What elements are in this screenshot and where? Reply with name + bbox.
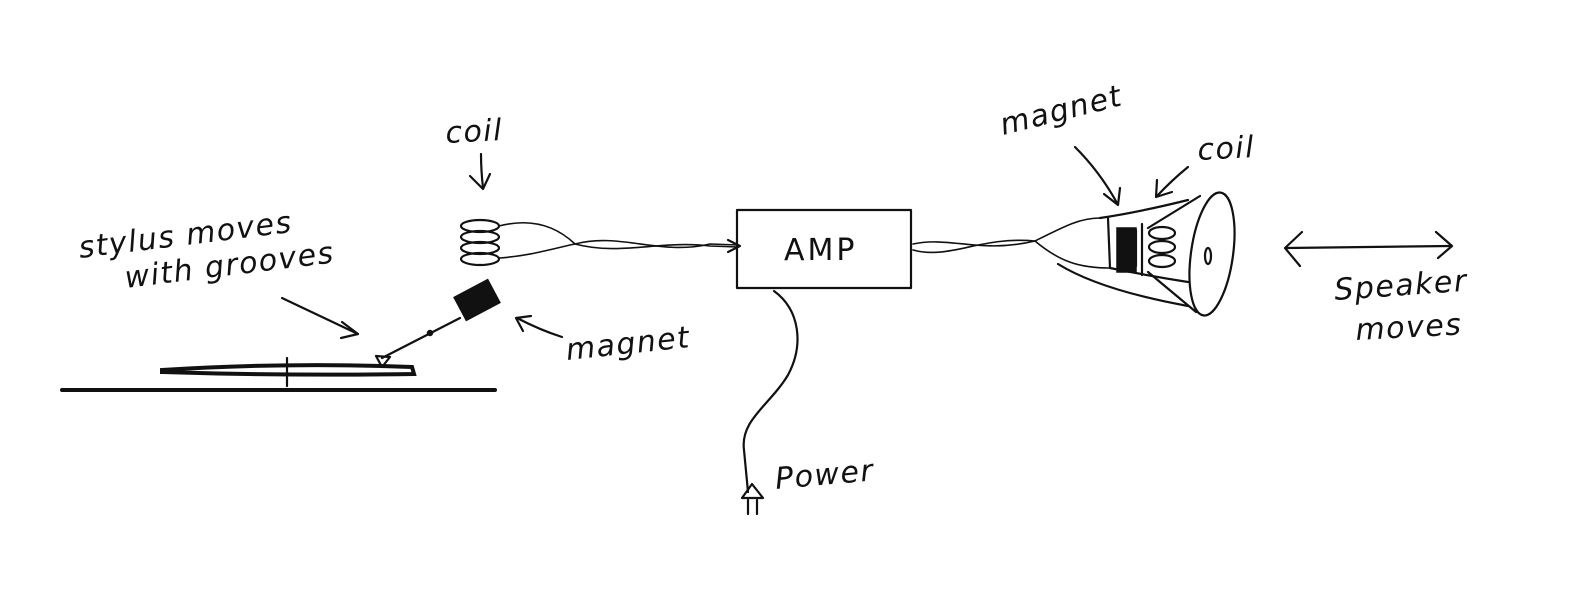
speaker-cone-rim (1188, 191, 1236, 317)
coil-left-arrow (468, 152, 492, 191)
stylus-assembly (374, 278, 501, 369)
label-coil-left: coil (445, 113, 504, 151)
magnet-block-left (453, 278, 501, 322)
wire-amp-to-speaker (912, 217, 1111, 269)
speaker-dust-cap (1203, 246, 1213, 266)
arm-pivot-dot (426, 329, 434, 337)
speaker-cone (1146, 194, 1202, 314)
label-speaker-line2: moves (1355, 307, 1464, 348)
magnet-block-right (1116, 227, 1137, 273)
wire-pickup-to-amp (498, 221, 742, 259)
stylus-arm (380, 316, 462, 360)
label-speaker-line1: Speaker (1333, 264, 1469, 308)
record-disc (160, 363, 417, 377)
speaker-coil-loop (1147, 225, 1177, 241)
turntable (60, 356, 497, 392)
coil-right-arrow (1154, 165, 1190, 199)
amp-box (735, 208, 913, 290)
power-plug-icon (740, 482, 765, 500)
speaker-housing (1098, 198, 1190, 220)
label-power: Power (774, 453, 876, 497)
label-magnet-right: magnet (996, 79, 1126, 143)
speaker (1056, 191, 1236, 317)
pickup-coil (459, 218, 501, 267)
power-cord (740, 289, 799, 516)
speaker-motion-arrow (1283, 230, 1454, 268)
label-amp: AMP (784, 233, 858, 268)
magnet-right-arrow (1073, 145, 1122, 207)
stylus-arrow (280, 296, 360, 340)
label-coil-right: coil (1197, 130, 1256, 168)
magnet-left-arrow (514, 314, 564, 339)
label-magnet-left: magnet (564, 320, 692, 368)
